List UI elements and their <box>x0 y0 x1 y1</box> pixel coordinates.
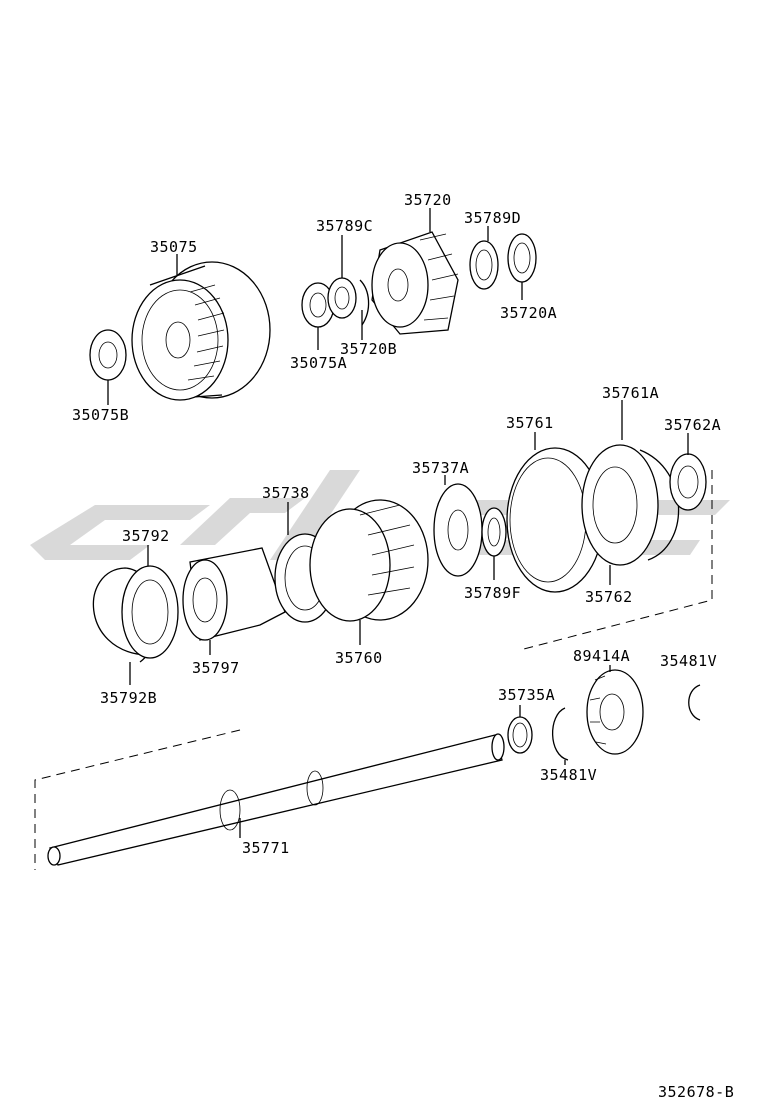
label-35720a: 35720A <box>500 304 557 322</box>
label-35735a: 35735A <box>498 686 555 704</box>
washer-35075b <box>89 329 127 381</box>
flange-35762 <box>581 444 659 566</box>
label-35771: 35771 <box>242 839 290 857</box>
bearing-35762a <box>669 453 707 511</box>
group-bracket-upper <box>519 470 713 651</box>
gear-35760 <box>309 499 429 622</box>
gear-35720 <box>371 231 459 335</box>
bearing-35075a <box>301 282 335 328</box>
label-35789d: 35789D <box>464 209 521 227</box>
washer-35789d <box>469 240 499 290</box>
label-35792b: 35792B <box>100 689 157 707</box>
label-35075a: 35075A <box>290 354 347 372</box>
ring-35761a <box>639 449 680 561</box>
label-35738: 35738 <box>262 484 310 502</box>
plate-35737a <box>433 483 483 577</box>
label-35789f: 35789F <box>464 584 521 602</box>
label-35762: 35762 <box>585 588 633 606</box>
ring-35720b <box>359 279 370 326</box>
part-labels: 35075 35075B 35789C 35720 35789D 35075A … <box>72 191 734 1101</box>
snap-ring-35481v-right <box>688 684 701 721</box>
label-35760: 35760 <box>335 649 383 667</box>
washer-35789f <box>481 507 507 557</box>
group-bracket-lower <box>34 729 241 870</box>
label-35720b: 35720B <box>340 340 397 358</box>
label-35720: 35720 <box>404 191 452 209</box>
rotor-89414a <box>586 669 644 755</box>
label-35792: 35792 <box>122 527 170 545</box>
label-35789c: 35789C <box>316 217 373 235</box>
drum-35075 <box>131 261 271 401</box>
label-35075b: 35075B <box>72 406 129 424</box>
label-35481v-left: 35481V <box>540 766 597 784</box>
figure-code: 352678-B <box>658 1083 734 1101</box>
label-35762a: 35762A <box>664 416 721 434</box>
snap-ring-35481v-left <box>552 707 569 761</box>
label-89414a: 89414A <box>573 647 630 665</box>
label-35075: 35075 <box>150 238 198 256</box>
bearing-35720a <box>507 233 537 283</box>
label-35737a: 35737A <box>412 459 469 477</box>
label-35481v-right: 35481V <box>660 652 717 670</box>
hub-35797 <box>182 547 286 641</box>
label-35797: 35797 <box>192 659 240 677</box>
label-35761: 35761 <box>506 414 554 432</box>
leader-lines <box>107 208 689 838</box>
shaft-35771 <box>47 733 505 866</box>
label-35761a: 35761A <box>602 384 659 402</box>
bearing-35792 <box>121 565 179 659</box>
washer-35789c <box>327 277 357 319</box>
ring-35735a <box>507 716 533 754</box>
